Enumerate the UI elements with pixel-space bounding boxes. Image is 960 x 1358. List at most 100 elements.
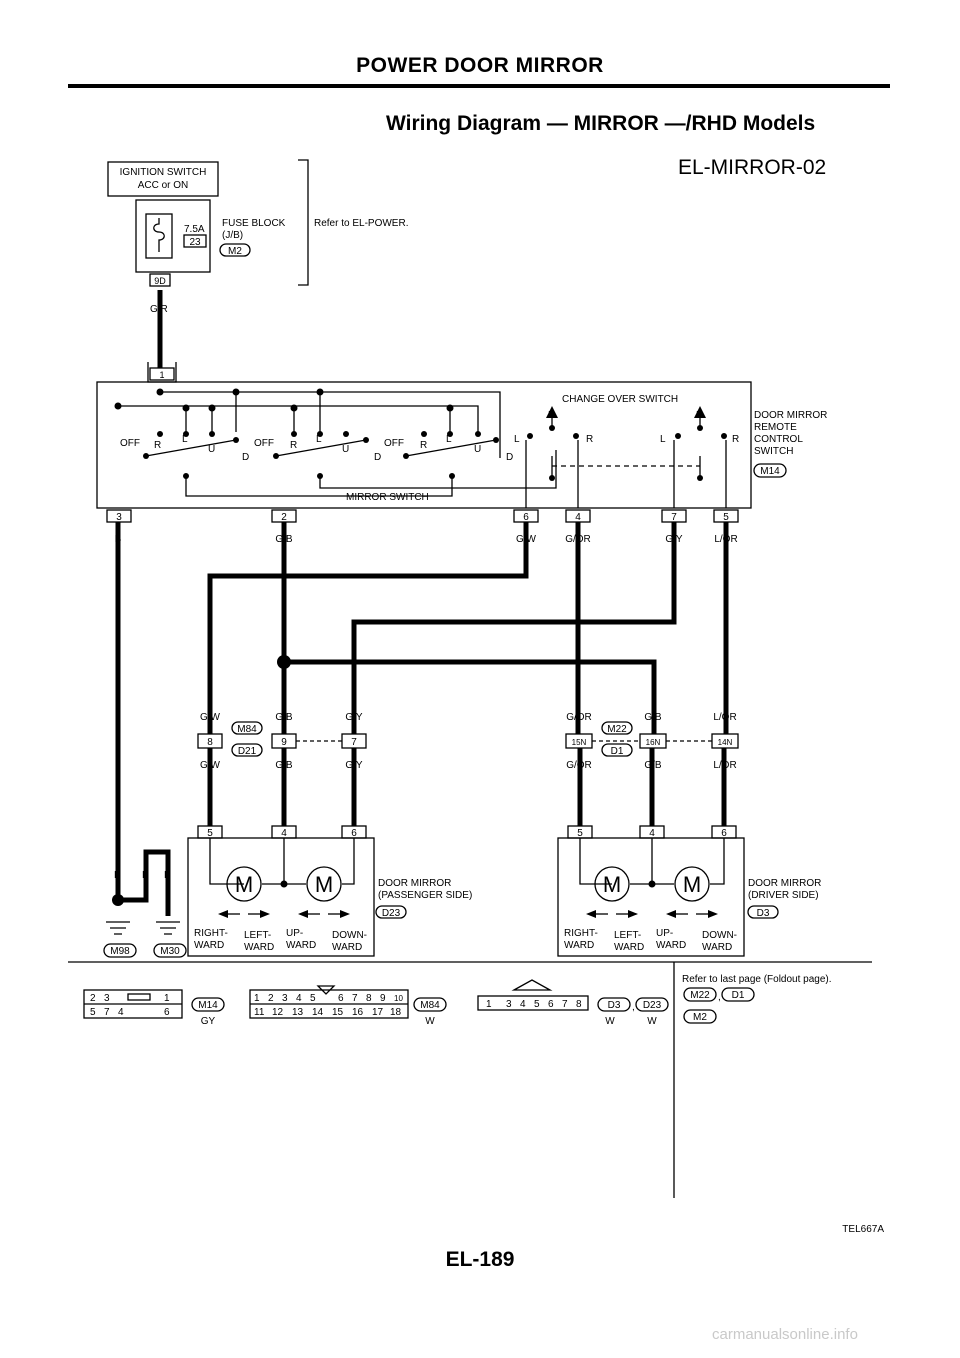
fuse-terminal: 9D <box>154 276 166 286</box>
label-off-3: OFF <box>384 438 404 449</box>
refer-m22: M22 <box>690 990 710 1001</box>
d3-3: 3 <box>506 999 512 1010</box>
sw-wire-gor: G/OR <box>565 534 591 545</box>
lj-wire-bot-3: G/Y <box>345 760 363 771</box>
gnd-wire-3: B <box>164 870 171 881</box>
rj-wire-bot-1: G/OR <box>566 760 592 771</box>
label-off-2: OFF <box>254 438 274 449</box>
header-rule <box>68 84 890 88</box>
m84-color: W <box>425 1016 435 1027</box>
dm-connector: D3 <box>757 908 770 919</box>
refer-foldout: Refer to last page (Foldout page). <box>682 974 832 985</box>
label-off-1: OFF <box>120 438 140 449</box>
pm-dir-d2: WARD <box>332 942 362 953</box>
wire-g-y <box>351 522 677 734</box>
m84-1: 1 <box>254 993 260 1004</box>
sw-pin-7: 7 <box>671 512 677 523</box>
dm-dir-d1: DOWN- <box>702 930 737 941</box>
pm-pin-4: 4 <box>281 828 287 839</box>
wire-g-b-right <box>284 659 657 734</box>
m84-10: 10 <box>394 994 403 1003</box>
lj-pin-1: 8 <box>207 737 213 748</box>
pm-dir-d1: DOWN- <box>332 930 367 941</box>
refer-d1: D1 <box>732 990 745 1001</box>
refer-m2: M2 <box>693 1012 707 1023</box>
label-l-1: L <box>182 434 188 445</box>
fuse-rating: 7.5A <box>184 224 205 235</box>
sw-pin-6: 6 <box>523 512 529 523</box>
sw-pin-4: 4 <box>575 512 581 523</box>
pm-dir-r2: WARD <box>194 940 224 951</box>
m84-17: 17 <box>372 1007 384 1018</box>
sw-wire-gy: G/Y <box>665 534 683 545</box>
d3-5: 5 <box>534 999 540 1010</box>
lj-conn-bot: D21 <box>238 746 257 757</box>
dm-dir-d2: WARD <box>702 942 732 953</box>
wire-g-w <box>207 522 529 734</box>
lj-conn-top: M84 <box>237 724 257 735</box>
sw-pin-2: 2 <box>281 512 287 523</box>
gnd-m98: M98 <box>110 946 130 957</box>
label-n-1: N <box>548 410 555 421</box>
label-n-2: N <box>696 410 703 421</box>
m14-c-6: 6 <box>164 1007 170 1018</box>
top-terminal: 1 <box>159 370 164 380</box>
rj-pin-1: 15N <box>572 738 587 747</box>
m84-13: 13 <box>292 1007 304 1018</box>
page-number: EL-189 <box>445 1248 515 1271</box>
m84-5: 5 <box>310 993 316 1004</box>
lj-wire-top-3: G/Y <box>345 712 363 723</box>
label-r-3: R <box>420 440 427 451</box>
m14-c-7: 7 <box>104 1007 110 1018</box>
ignition-line2: ACC or ON <box>138 180 189 191</box>
lj-pin-2: 9 <box>281 737 287 748</box>
d3-6: 6 <box>548 999 554 1010</box>
pm-name-2: (PASSENGER SIDE) <box>378 890 472 901</box>
sw-wire-gw: G/W <box>516 534 537 545</box>
lj-pin-3: 7 <box>351 737 357 748</box>
label-r-4: R <box>586 434 593 445</box>
dm-dir-u2: WARD <box>656 940 686 951</box>
fuse-block-line1: FUSE BLOCK <box>222 218 286 229</box>
dm-name-1: DOOR MIRROR <box>748 878 821 889</box>
refer-bracket <box>298 159 309 286</box>
switch-name-3: CONTROL <box>754 434 803 445</box>
m84-6: 6 <box>338 993 344 1004</box>
rj-conn-bot: D1 <box>611 746 624 757</box>
label-r-1: R <box>154 440 161 451</box>
switch-body <box>96 381 752 509</box>
dm-dir-l1: LEFT- <box>614 930 641 941</box>
m14-c-2: 2 <box>90 993 96 1004</box>
fuse-block-line2: (J/B) <box>222 230 243 241</box>
pm-dir-l2: WARD <box>244 942 274 953</box>
m84-11: 11 <box>254 1007 265 1018</box>
top-wire-color: G/R <box>150 304 168 315</box>
m84-id: M84 <box>420 1000 440 1011</box>
label-l-4: L <box>514 434 520 445</box>
rj-wire-bot-2: G/B <box>644 760 662 771</box>
motor-2: M <box>315 872 333 897</box>
refer-power: Refer to EL-POWER. <box>314 218 408 229</box>
pm-connector: D23 <box>382 908 401 919</box>
change-over-label: CHANGE OVER SWITCH <box>562 394 678 405</box>
d3-8: 8 <box>576 999 582 1010</box>
m84-7: 7 <box>352 993 358 1004</box>
label-d-1: D <box>242 452 249 463</box>
fuse-number-box <box>183 234 207 248</box>
sw-wire-b: B <box>115 534 122 545</box>
m84-18: 18 <box>390 1007 402 1018</box>
pm-name-1: DOOR MIRROR <box>378 878 451 889</box>
gnd-m30: M30 <box>160 946 180 957</box>
label-d-2: D <box>374 452 381 463</box>
rj-pin-3: 14N <box>718 738 733 747</box>
ignition-line1: IGNITION SWITCH <box>120 167 207 178</box>
pm-pin-5: 5 <box>207 828 213 839</box>
label-d-3: D <box>506 452 513 463</box>
dm-pin-5: 5 <box>577 828 583 839</box>
m84-15: 15 <box>332 1007 344 1018</box>
pm-dir-r1: RIGHT- <box>194 928 228 939</box>
pm-dir-u1: UP- <box>286 928 303 939</box>
d3-4: 4 <box>520 999 526 1010</box>
pm-pin-6: 6 <box>351 828 357 839</box>
